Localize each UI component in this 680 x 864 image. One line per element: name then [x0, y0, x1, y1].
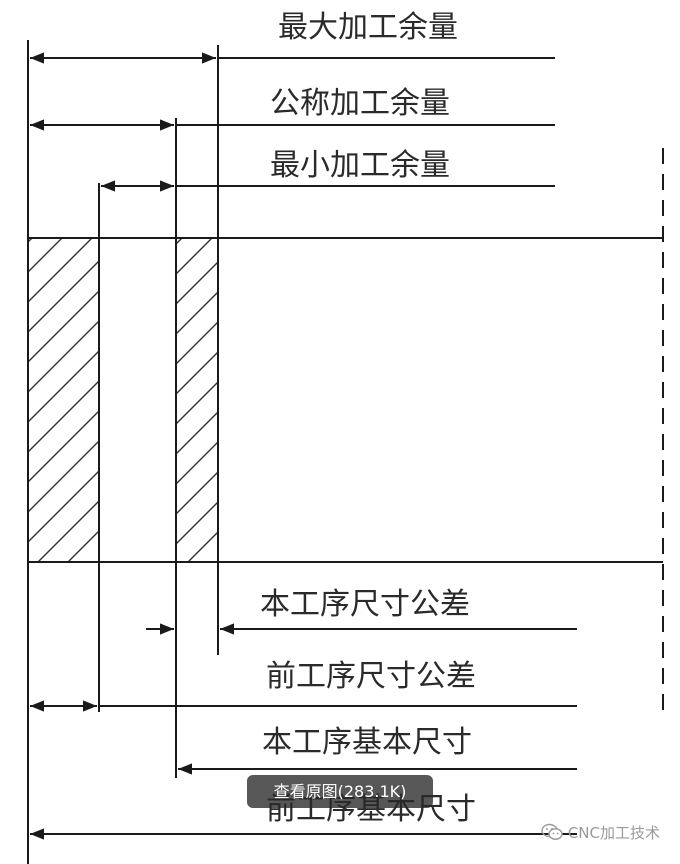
- watermark-text: CNC加工技术: [567, 823, 660, 842]
- hatch-region-right: [175, 237, 219, 563]
- label-max-allowance: 最大加工余量: [278, 10, 458, 45]
- label-previous-tolerance: 前工序尺寸公差: [266, 659, 476, 694]
- watermark: CNC加工技术: [541, 820, 660, 844]
- wechat-icon: [541, 823, 563, 840]
- label-current-basic: 本工序基本尺寸: [262, 725, 472, 760]
- hatch-region-left: [27, 237, 100, 563]
- label-min-allowance: 最小加工余量: [270, 148, 450, 183]
- label-current-tolerance: 本工序尺寸公差: [260, 587, 470, 622]
- view-original-button[interactable]: 查看原图(283.1K): [247, 775, 433, 808]
- label-nominal-allowance: 公称加工余量: [270, 86, 450, 121]
